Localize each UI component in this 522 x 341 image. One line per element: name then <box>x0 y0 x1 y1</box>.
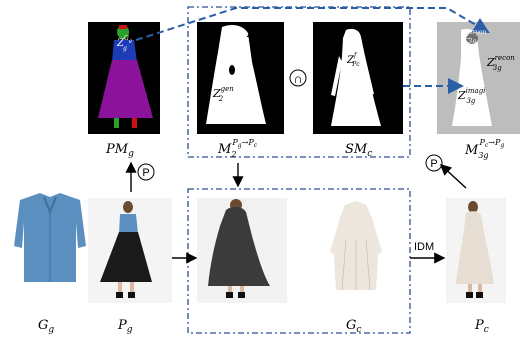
dashed-arrow-pm-to-top <box>135 7 490 41</box>
parsing-map-pm-g <box>88 22 160 134</box>
mask-m2 <box>197 22 284 134</box>
mask-m3g <box>437 22 520 134</box>
intersect-symbol: ∩ <box>293 71 302 86</box>
caption-pm-g: PMg <box>105 142 134 159</box>
label-idm: IDM <box>414 241 434 253</box>
op-p-left-circle <box>137 163 155 181</box>
op-p-right: P <box>430 158 437 170</box>
caption-p-c: Pc <box>474 318 489 335</box>
op-p-right-circle <box>425 154 443 172</box>
intersect-circle <box>289 69 307 87</box>
image-person-pc <box>446 198 506 303</box>
image-intermediate <box>197 198 287 303</box>
image-dress-gc <box>330 201 382 291</box>
caption-g-g: Gg <box>38 318 54 335</box>
caption-p-g: Pg <box>117 318 133 335</box>
caption-g-c: Gc <box>346 318 361 335</box>
caption-sm-c: SMc <box>345 142 372 159</box>
caption-m3g: M3gPc→Pg <box>464 138 504 160</box>
image-shirt-gg <box>14 193 86 282</box>
image-person-pg <box>88 198 172 303</box>
caption-m2: M2Pg→Pc <box>217 138 258 159</box>
op-p-left: P <box>142 167 149 179</box>
arrow-pc-to-m3g <box>439 164 467 189</box>
top-dashed-box <box>187 6 411 158</box>
mask-sm-c <box>313 22 403 134</box>
